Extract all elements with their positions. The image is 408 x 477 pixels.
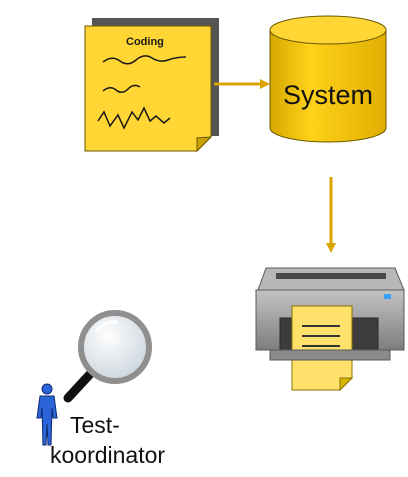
scribble-line: [102, 55, 187, 65]
scribble-line: [97, 106, 171, 130]
test-coordinator-label: Test- koordinator: [50, 410, 210, 470]
scribble-line: [102, 84, 141, 93]
system-database-icon: System: [269, 15, 387, 143]
document-label: Coding: [126, 36, 164, 48]
system-label: System: [283, 80, 373, 110]
role-label-line2: koordinator: [50, 442, 166, 468]
coding-document-icon: Coding: [84, 18, 219, 153]
role-label-line1: Test-: [70, 412, 120, 438]
magnifier-icon: [63, 310, 152, 403]
printer-icon: [255, 267, 405, 392]
person-icon: [36, 383, 58, 446]
